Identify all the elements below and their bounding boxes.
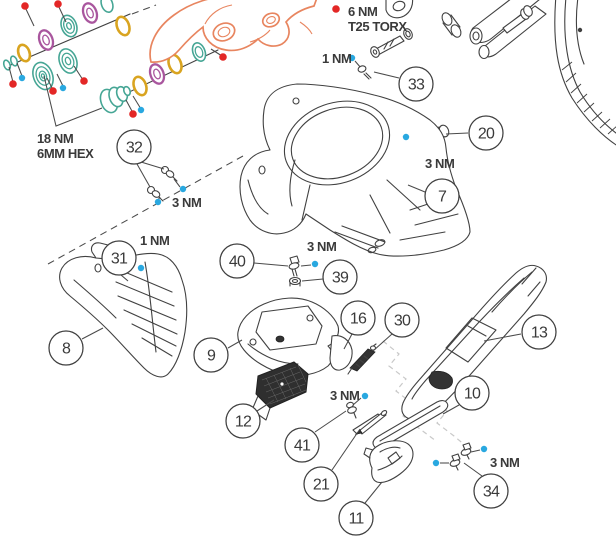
label-3nm-34: 3 NM <box>490 455 519 470</box>
callout-7: 7 <box>424 178 460 214</box>
callout-number-39: 39 <box>332 270 349 287</box>
nut-part-39 <box>288 276 302 287</box>
label-3nm-32: 3 NM <box>172 195 201 210</box>
red-torque-dot <box>21 2 29 10</box>
label-3nm-20: 3 NM <box>425 156 454 171</box>
red-torque-dot <box>219 53 227 61</box>
pivot-hardware-string-3 <box>99 42 223 114</box>
callout-11: 11 <box>338 500 374 536</box>
callout-number-30: 30 <box>394 313 411 330</box>
blue-torque-dot <box>137 264 145 272</box>
pin-part-21 <box>354 409 388 435</box>
sensor-part-30 <box>347 343 377 375</box>
skid-plate-part-8 <box>59 242 188 378</box>
pivot-hardware-string-1 <box>2 0 131 83</box>
callout-number-40: 40 <box>229 254 246 271</box>
frame-hatching <box>561 61 616 135</box>
callout-34: 34 <box>473 473 509 509</box>
blue-torque-dot <box>137 106 145 114</box>
callout-number-8: 8 <box>62 341 71 358</box>
blue-torque-dot <box>18 74 26 82</box>
callout-16: 16 <box>340 300 376 336</box>
callout-12: 12 <box>225 403 261 439</box>
torx-bolt-6nm <box>370 28 413 58</box>
callout-8: 8 <box>48 330 84 366</box>
callout-number-21: 21 <box>313 477 330 494</box>
latch-part-11 <box>363 440 414 484</box>
downtube-cover-part-13 <box>401 264 547 421</box>
callout-number-41: 41 <box>294 438 311 455</box>
red-torque-dot <box>49 87 57 95</box>
callout-13: 13 <box>521 314 557 350</box>
blue-torque-dot <box>59 84 67 92</box>
pivot-hardware-hubs <box>32 48 84 91</box>
motor-cover-part-7 <box>239 83 471 257</box>
blue-torque-dot <box>311 260 319 268</box>
frame-cutaway <box>554 0 616 146</box>
screw-part-33 <box>354 60 372 80</box>
screws-part-34 <box>440 442 481 471</box>
leader-18nm <box>43 75 103 127</box>
callout-number-9: 9 <box>207 348 216 365</box>
label-3nm-41: 3 NM <box>330 388 359 403</box>
callout-leader-lines <box>81 71 522 504</box>
callout-number-11: 11 <box>348 511 364 528</box>
callout-39: 39 <box>322 259 358 295</box>
red-torque-dot <box>129 110 137 118</box>
blue-torque-dot <box>361 392 369 400</box>
blue-torque-dot <box>154 198 162 206</box>
callout-9: 9 <box>193 337 229 373</box>
callout-20: 20 <box>468 115 504 151</box>
callout-number-33: 33 <box>408 77 425 94</box>
torque-point-markers <box>9 0 488 467</box>
rocker-link-orange <box>149 0 318 63</box>
blue-torque-dot <box>179 185 187 193</box>
dashed-axis-lines <box>47 4 244 265</box>
part-callouts: 33 20 7 32 31 8 40 39 16 30 9 12 13 10 41 21 11 34 <box>48 66 557 536</box>
red-torque-dot <box>80 77 88 85</box>
callout-number-34: 34 <box>483 484 500 501</box>
cover-clip <box>428 370 453 390</box>
callout-33: 33 <box>398 66 434 102</box>
callout-10: 10 <box>454 375 490 411</box>
blue-torque-dot <box>402 133 410 141</box>
callout-30: 30 <box>384 302 420 338</box>
callout-number-10: 10 <box>464 386 481 403</box>
callout-number-13: 13 <box>531 325 548 342</box>
callout-number-31: 31 <box>111 251 128 268</box>
blue-torque-dot <box>432 459 440 467</box>
red-torque-dot <box>54 0 62 8</box>
callout-31: 31 <box>101 240 137 276</box>
callout-40: 40 <box>219 243 255 279</box>
red-torque-dot <box>332 5 340 13</box>
callout-21: 21 <box>303 466 339 502</box>
bolt-part-40 <box>288 255 312 277</box>
label-3nm-40: 3 NM <box>307 239 336 254</box>
red-torque-dot <box>9 80 17 88</box>
callout-number-32: 32 <box>126 140 143 157</box>
blue-torque-dot <box>348 54 356 62</box>
callout-number-20: 20 <box>478 126 495 143</box>
label-1nm-31: 1 NM <box>140 233 169 248</box>
frame-bolt-dot <box>577 27 583 33</box>
grip-pad-part-12 <box>251 361 309 421</box>
callout-32: 32 <box>116 129 152 165</box>
callout-number-12: 12 <box>235 414 252 431</box>
label-1nm-33: 1 NM <box>322 51 351 66</box>
upper-linkage-arms <box>385 0 547 60</box>
callout-number-7: 7 <box>438 189 447 206</box>
callout-number-16: 16 <box>350 311 367 328</box>
callout-41: 41 <box>284 427 320 463</box>
screw-part-41 <box>346 397 362 419</box>
blue-torque-dot <box>480 445 488 453</box>
